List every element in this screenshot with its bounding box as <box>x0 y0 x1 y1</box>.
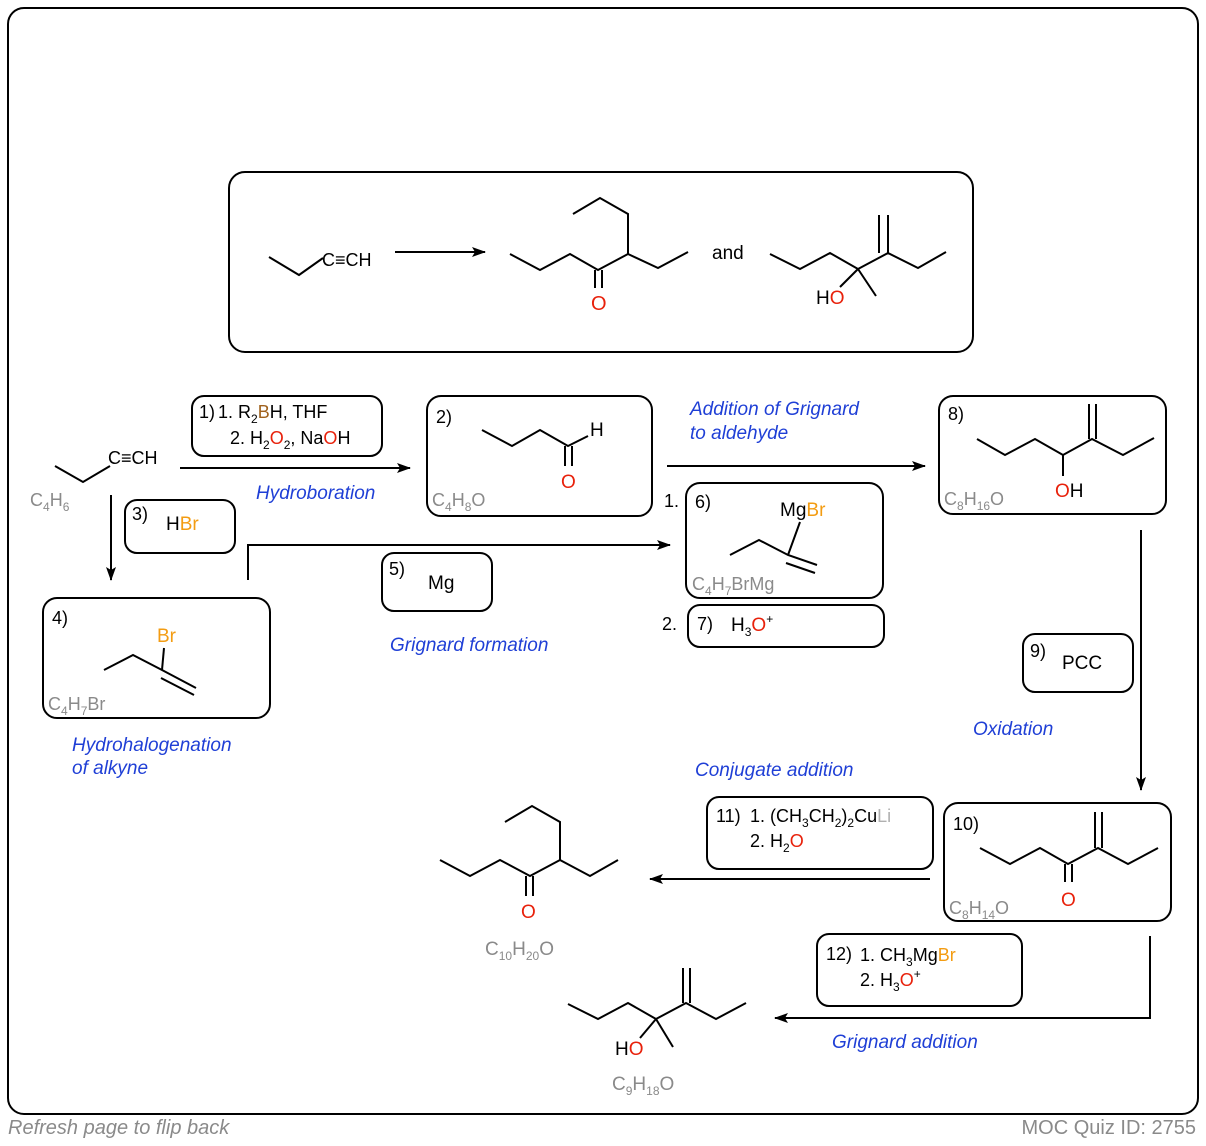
step-6-grignard-reagent: 6) MgBr C4H7BrMg <box>685 482 884 599</box>
caption-grignard-addition: Grignard addition <box>832 1032 978 1053</box>
step-5-reagent: Mg <box>428 573 454 594</box>
step-4-formula: C4H7Br <box>48 694 105 718</box>
goal-alcohol-o: O <box>830 288 845 309</box>
step-8-alcohol: 8) OH C8H16O <box>938 395 1167 515</box>
step-5-number: 5) <box>389 559 405 579</box>
step-12-line-2: 2. H3O+ <box>860 967 921 994</box>
arrow-grignard-addition <box>774 936 1151 1023</box>
step-12-reagents: 12) 1. CH3MgBr 2. H3O+ <box>816 933 1023 1007</box>
step-6-formula: C4H7BrMg <box>692 574 774 598</box>
start-material-formula: C4H6 <box>30 490 70 514</box>
product-alcohol-ho: HO <box>615 1039 644 1060</box>
caption-conjugate-addition: Conjugate addition <box>695 760 853 781</box>
goal-alcohol-h: H <box>816 288 830 309</box>
step-4-br: Br <box>157 626 177 647</box>
step-6-number: 6) <box>695 492 711 512</box>
outer-frame <box>7 7 1199 1115</box>
start-material: C≡CH C4H6 <box>30 448 158 514</box>
step-6-mgbr: MgBr <box>780 500 826 521</box>
product-ketone-formula: C10H20O <box>485 939 554 963</box>
arrow-grignard-formation <box>247 540 671 580</box>
step-5-reagents: 5) Mg <box>381 552 493 612</box>
goal-box: C≡CH and O HO <box>228 171 974 353</box>
refresh-hint[interactable]: Refresh page to flip back <box>8 1117 230 1139</box>
step-7-reagent: H3O+ <box>731 612 773 639</box>
step-1-line-1: 1. R2BH, THF <box>218 402 327 426</box>
caption-oxidation: Oxidation <box>973 719 1053 740</box>
step-11-line-1: 1. (CH3CH2)2CuLi <box>750 806 891 830</box>
start-material-label: C≡CH <box>108 448 158 468</box>
step-2-aldehyde: 2) H O C4H8O <box>426 395 653 517</box>
step-1-number: 1) <box>199 402 215 422</box>
step-10-number: 10) <box>953 814 979 834</box>
caption-hydrohalogenation-1: Hydrohalogenation <box>72 735 232 756</box>
product-ketone: O C10H20O <box>439 804 619 963</box>
step-3-number: 3) <box>132 504 148 524</box>
step-10-enone: 10) O C8H14O <box>943 802 1172 922</box>
step-7-number: 7) <box>697 614 713 634</box>
goal-and: and <box>712 243 744 264</box>
step-8-formula: C8H16O <box>944 489 1004 513</box>
svg-text:HO: HO <box>816 288 845 309</box>
step-9-reagent: PCC <box>1062 653 1102 674</box>
caption-addition-2: to aldehyde <box>690 423 788 444</box>
step-3-reagents: 3) HBr <box>124 499 236 554</box>
step-9-number: 9) <box>1030 641 1046 661</box>
step-2-o: O <box>561 472 576 493</box>
caption-addition-1: Addition of Grignard <box>689 399 860 420</box>
step-10-formula: C8H14O <box>949 898 1009 922</box>
step-8-oh: OH <box>1055 481 1084 502</box>
caption-hydrohalogenation-2: of alkyne <box>72 758 148 779</box>
step-11-number: 11) <box>716 806 741 826</box>
product-alcohol-formula: C9H18O <box>612 1074 674 1098</box>
step-1-reagents: 1) 1. R2BH, THF 2. H2O2, NaOH <box>191 395 383 457</box>
step-6-prefix: 1. <box>664 491 679 511</box>
product-ketone-o: O <box>521 902 536 923</box>
step-8-number: 8) <box>948 404 964 424</box>
step-2-h: H <box>590 420 604 441</box>
caption-grignard-formation: Grignard formation <box>390 635 548 656</box>
step-7-prefix: 2. <box>662 614 677 634</box>
step-1-line-2: 2. H2O2, NaOH <box>230 428 350 452</box>
goal-ketone-o: O <box>591 293 607 315</box>
step-4-vinyl-bromide: 4) Br C4H7Br <box>42 597 271 719</box>
step-4-number: 4) <box>52 608 68 628</box>
step-9-reagents: 9) PCC <box>1022 633 1134 693</box>
step-11-line-2: 2. H2O <box>750 831 804 855</box>
step-2-number: 2) <box>436 407 452 427</box>
step-12-line-1: 1. CH3MgBr <box>860 945 956 969</box>
product-alcohol: HO C9H18O <box>567 968 747 1098</box>
step-11-reagents: 11) 1. (CH3CH2)2CuLi 2. H2O <box>706 796 934 870</box>
step-12-number: 12) <box>826 944 852 964</box>
step-2-formula: C4H8O <box>432 490 485 514</box>
quiz-id: MOC Quiz ID: 2755 <box>1021 1117 1196 1139</box>
goal-start-label: C≡CH <box>322 250 372 270</box>
caption-hydroboration: Hydroboration <box>256 483 375 504</box>
step-10-o: O <box>1061 890 1076 911</box>
step-3-reagent: HBr <box>166 514 199 535</box>
step-7-reagents: 7) H3O+ <box>687 604 885 648</box>
